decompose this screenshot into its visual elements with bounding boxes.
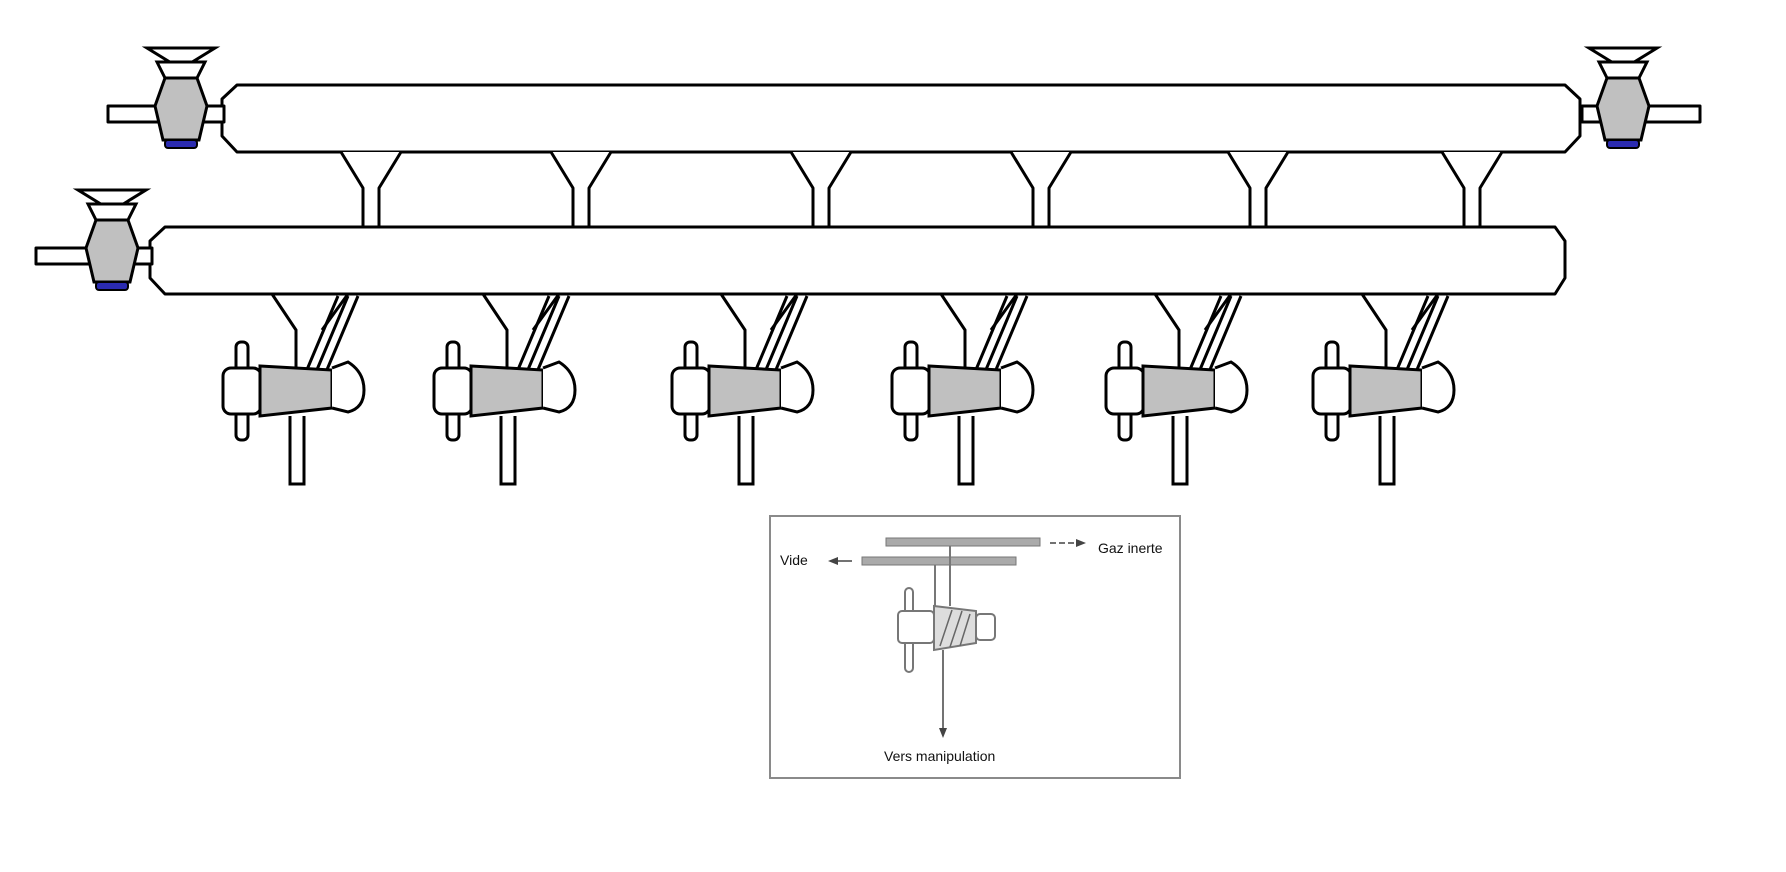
- lower-left-valve-barrel: [84, 218, 140, 284]
- inset-vacuum-arrowhead: [828, 557, 838, 565]
- port-outlet-tube: [957, 416, 975, 486]
- port-valve-cap: [1000, 360, 1035, 414]
- inset-valve-body: [897, 610, 935, 644]
- lower-left-valve-collar: [85, 202, 139, 222]
- port-valve-plug: [1141, 364, 1217, 418]
- double-manifold: [34, 46, 1702, 486]
- inset-valve-cap: [975, 613, 996, 641]
- side-arm-tube: [1394, 295, 1450, 373]
- port-outlet-tube: [1378, 416, 1396, 486]
- side-arm-tube: [973, 295, 1029, 373]
- upper-right-valve-barrel: [1595, 76, 1651, 142]
- upper-left-valve-barrel: [153, 76, 209, 142]
- inset-valve-plug: [933, 604, 977, 652]
- upper-left-valve-tip: [164, 139, 198, 149]
- inset-inert-gas-tube: [885, 537, 1041, 547]
- port-valve-body: [890, 366, 932, 416]
- side-arm-tube: [753, 295, 809, 373]
- side-arm-tube: [1187, 295, 1243, 373]
- vacuum-line: [148, 225, 1567, 296]
- upper-port-funnel: [789, 151, 853, 229]
- inert-gas-line: [220, 83, 1582, 154]
- port-valve-plug: [927, 364, 1003, 418]
- port-valve-body: [221, 366, 263, 416]
- upper-port-funnel: [1226, 151, 1290, 229]
- upper-port-funnel: [549, 151, 613, 229]
- port-valve-cap: [1421, 360, 1456, 414]
- port-valve-plug: [258, 364, 334, 418]
- upper-port-funnel: [1009, 151, 1073, 229]
- port-valve-cap: [542, 360, 577, 414]
- port-valve-plug: [1348, 364, 1424, 418]
- upper-left-valve-collar: [154, 60, 208, 80]
- inset-label-inert-gas: Gaz inerte: [1098, 540, 1163, 556]
- upper-right-valve-collar: [1596, 60, 1650, 80]
- port-outlet-tube: [288, 416, 306, 486]
- inset-valve-hatch: [939, 609, 971, 648]
- upper-right-valve-tip: [1606, 139, 1640, 149]
- port-valve-body: [1311, 366, 1353, 416]
- lower-left-valve-tip: [95, 281, 129, 291]
- port-outlet-tube: [499, 416, 517, 486]
- port-valve-body: [432, 366, 474, 416]
- port-valve-cap: [331, 360, 366, 414]
- inset-vacuum-tube: [861, 556, 1017, 566]
- port-valve-cap: [1214, 360, 1249, 414]
- upper-port-funnel: [1440, 151, 1504, 229]
- lower-left-inlet-tube: [34, 246, 94, 266]
- inset-label-to-manipulation: Vers manipulation: [884, 748, 995, 764]
- port-outlet-tube: [737, 416, 755, 486]
- port-valve-body: [1104, 366, 1146, 416]
- side-arm-tube: [515, 295, 571, 373]
- inset-three-way-valve-diagram: Vide Gaz inerte Vers manipulation: [769, 515, 1181, 779]
- inset-gas-arrowhead: [1076, 539, 1086, 547]
- port-valve-body: [670, 366, 712, 416]
- inset-outlet-arrowhead: [939, 728, 947, 738]
- inset-label-vacuum: Vide: [780, 552, 808, 568]
- upper-port-funnel: [339, 151, 403, 229]
- port-valve-plug: [707, 364, 783, 418]
- port-valve-plug: [469, 364, 545, 418]
- port-valve-cap: [780, 360, 815, 414]
- port-outlet-tube: [1171, 416, 1189, 486]
- side-arm-tube: [304, 295, 360, 373]
